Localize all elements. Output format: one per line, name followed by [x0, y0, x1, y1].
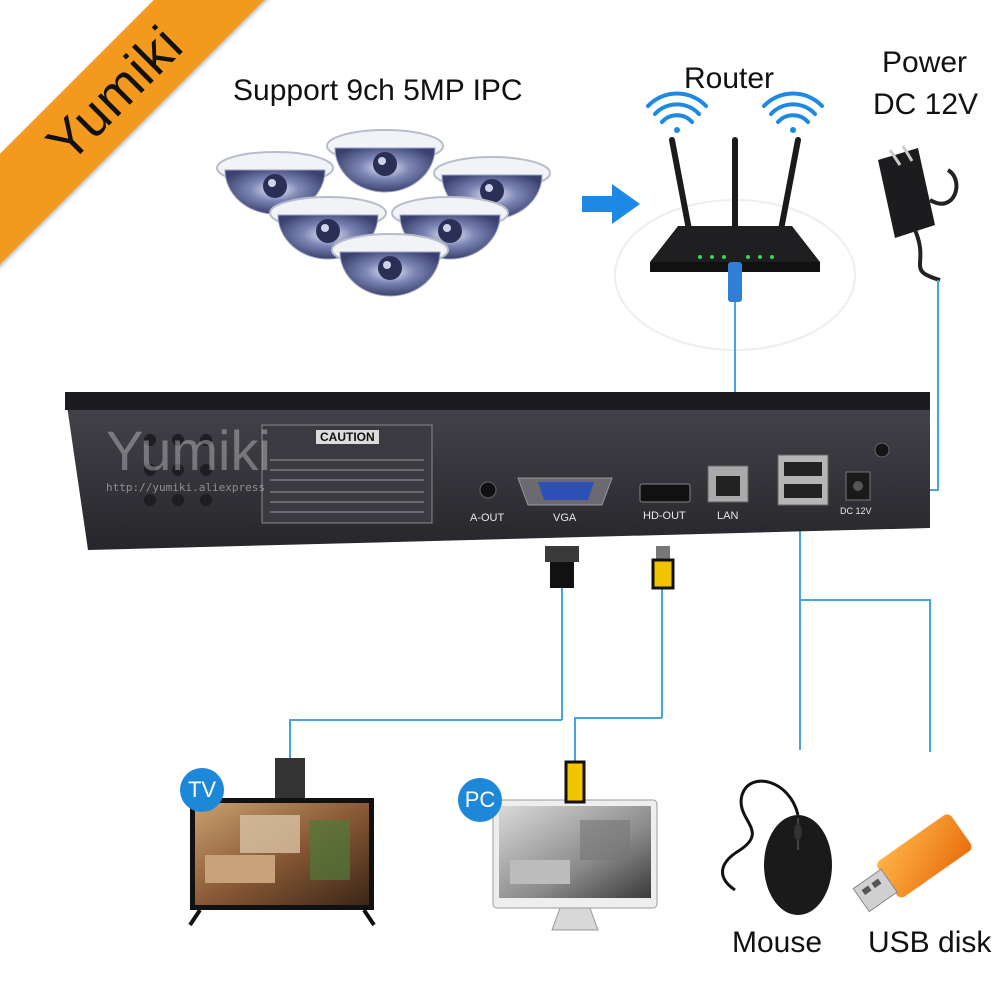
- wifi-icon: [646, 91, 708, 133]
- tv-device: [188, 758, 376, 927]
- power-adapter: [878, 145, 959, 282]
- pc-badge: PC: [458, 778, 502, 822]
- caution-label: CAUTION: [316, 430, 379, 444]
- arrow-right-icon: [582, 184, 640, 224]
- usb-disk-label: USB disk: [868, 926, 992, 959]
- usb-disk: [852, 814, 972, 913]
- vga-port-label: VGA: [553, 512, 577, 524]
- dome-camera: [391, 196, 509, 260]
- nvr-recorder: [65, 392, 930, 550]
- dome-camera: [331, 233, 449, 297]
- power-label: Power: [882, 46, 968, 79]
- mouse-label: Mouse: [732, 926, 823, 959]
- brand-watermark: Yumiki: [106, 419, 271, 482]
- router: [614, 137, 856, 351]
- router-label: Router: [684, 62, 775, 95]
- pc-monitor: [492, 760, 658, 931]
- vga-cable: [545, 546, 579, 588]
- hdout-port-label: HD-OUT: [643, 510, 686, 522]
- mouse-device: [721, 779, 832, 915]
- power-voltage-label: DC 12V: [873, 88, 979, 121]
- lan-port-label: LAN: [717, 510, 739, 522]
- wifi-icon: [762, 91, 824, 133]
- camera-caption: Support 9ch 5MP IPC: [233, 74, 523, 107]
- hdmi-cable: [651, 546, 675, 590]
- dome-camera: [326, 129, 444, 193]
- camera-group: [216, 129, 551, 297]
- brand-url: http://yumiki.aliexpress: [106, 481, 265, 494]
- tv-badge: TV: [180, 768, 224, 812]
- aout-port-label: A-OUT: [470, 512, 505, 524]
- dc-port-label: DC 12V: [840, 506, 872, 516]
